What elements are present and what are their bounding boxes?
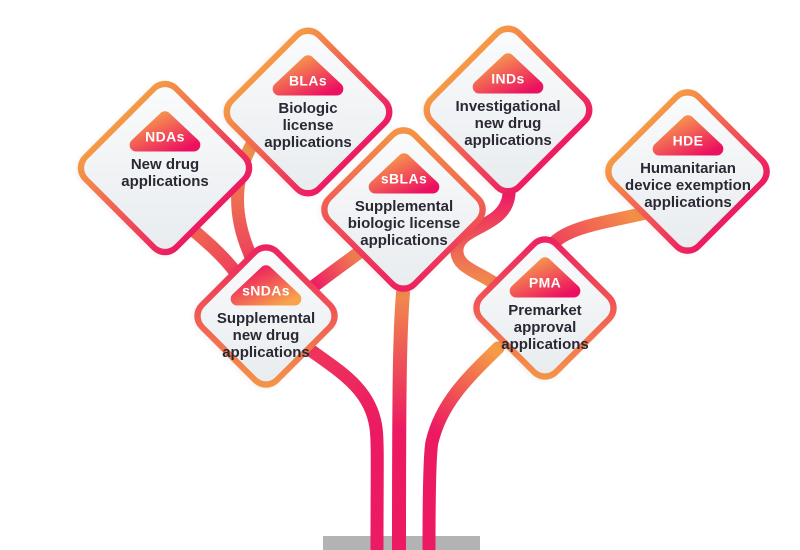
stem-trunk-sblas	[392, 286, 410, 550]
stem-inds	[450, 187, 516, 301]
stem-pma	[422, 341, 505, 550]
stem-sndas	[285, 329, 384, 550]
